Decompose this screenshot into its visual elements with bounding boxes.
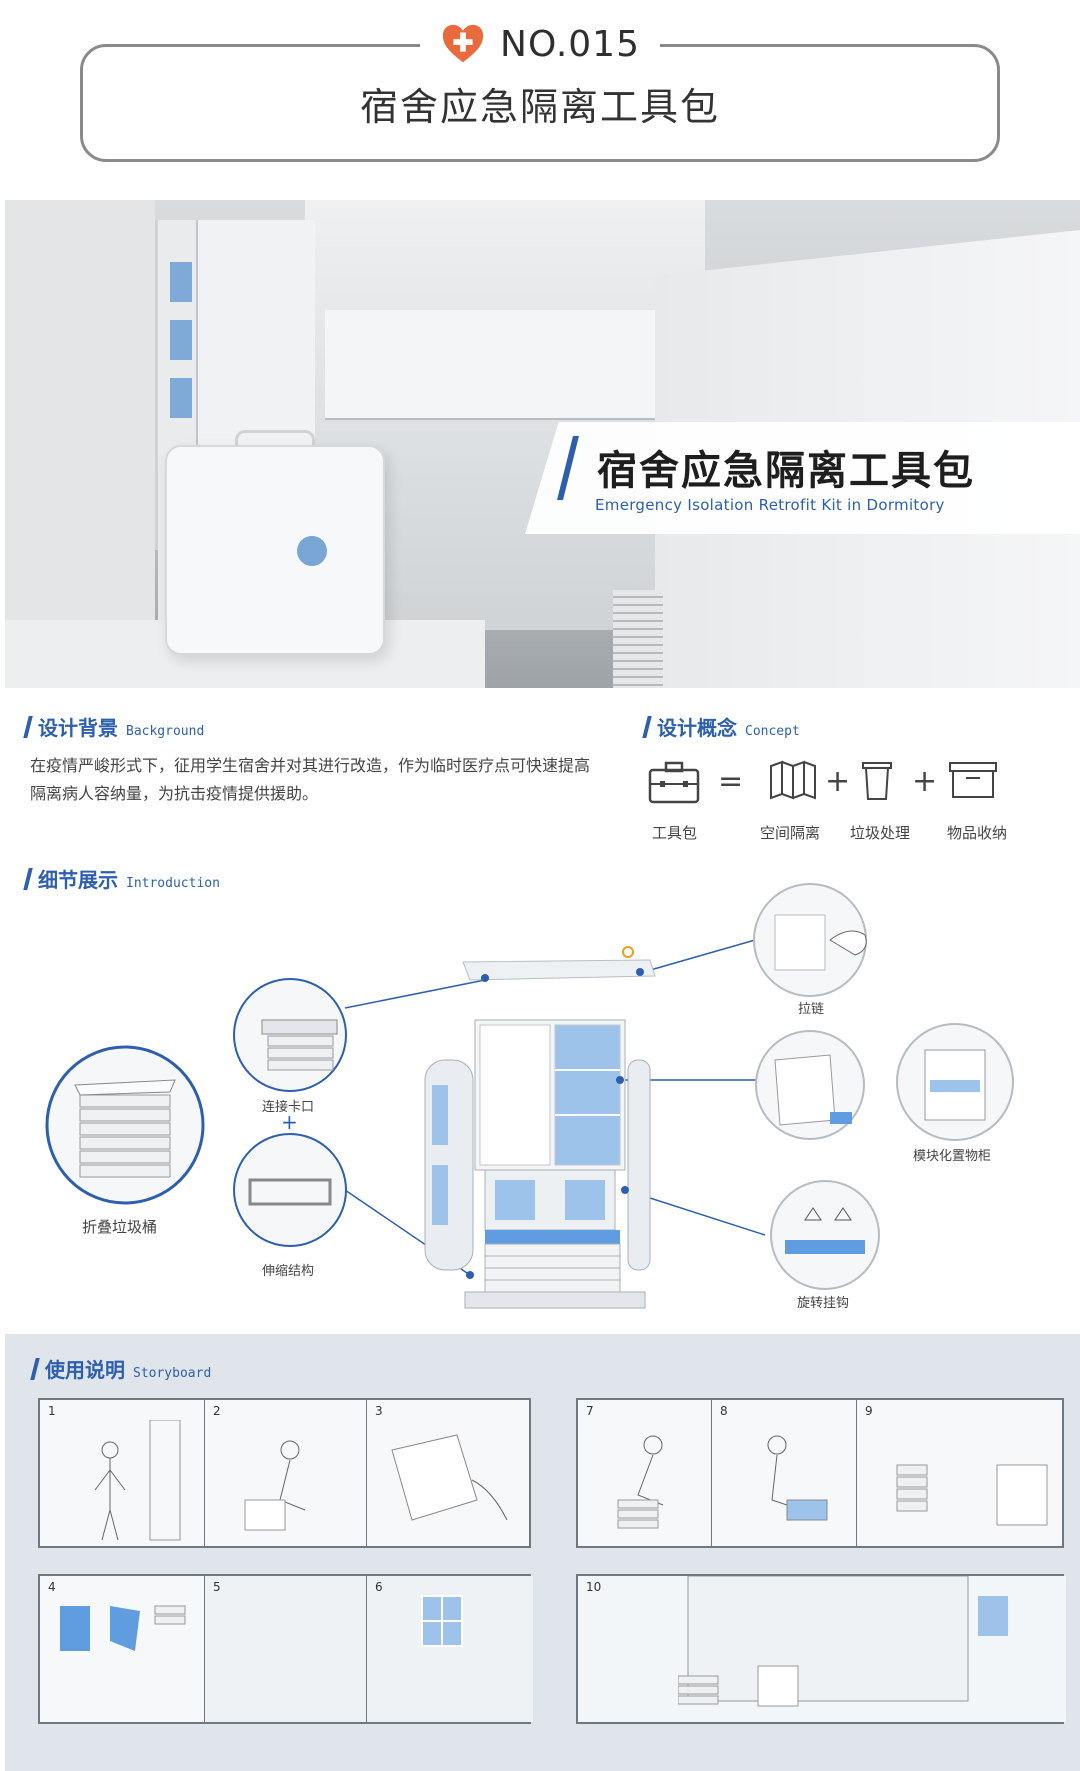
storyboard-cell-4: 4 bbox=[40, 1576, 205, 1722]
hero-title: 宿舍应急隔离工具包 bbox=[597, 448, 975, 494]
label-plus: + bbox=[281, 1110, 298, 1134]
toolbox-case bbox=[165, 445, 385, 655]
background-text: 在疫情严峻形式下，征用学生宿舍并对其进行改造，作为临时医疗点可快速提高隔离病人容… bbox=[30, 756, 591, 803]
cell-number: 10 bbox=[586, 1580, 602, 1594]
background-title: 设计背景 bbox=[38, 716, 118, 740]
storyboard-heading: 使用说明 Storyboard bbox=[30, 1354, 212, 1383]
toolbox-icon bbox=[648, 761, 700, 804]
cell-number: 2 bbox=[213, 1404, 221, 1418]
storyboard-panel-a: 1 2 3 bbox=[38, 1398, 531, 1548]
storage-box-icon bbox=[949, 762, 997, 798]
parts-sketch bbox=[60, 1605, 186, 1651]
label-rotating-hook: 旋转挂钩 bbox=[797, 1296, 850, 1311]
hero-banner bbox=[525, 422, 1080, 534]
detail-heading: 细节展示 Introduction bbox=[23, 864, 220, 893]
window-pane bbox=[168, 376, 194, 420]
storyboard-cell-10: 10 bbox=[578, 1576, 1066, 1722]
detail-diagram: 拉链 连接卡口 + 折叠垃圾桶 伸缩结构 模块化置物柜 旋转挂钩 bbox=[0, 880, 1080, 1320]
storyboard-title: 使用说明 bbox=[45, 1358, 125, 1382]
toolbox-sketch bbox=[391, 1434, 508, 1521]
window-pane bbox=[168, 318, 194, 362]
storyboard-cell-7: 7 bbox=[578, 1400, 712, 1546]
concept-label-storage: 物品收纳 bbox=[947, 824, 1008, 842]
back-cabinet bbox=[325, 310, 685, 420]
cell-number: 7 bbox=[586, 1404, 594, 1418]
storyboard-cell-1: 1 bbox=[40, 1400, 205, 1546]
heart-plus-icon bbox=[442, 24, 484, 63]
storyboard-section: 使用说明 Storyboard 1 2 3 7 8 9 bbox=[5, 1334, 1080, 1771]
partition-icon bbox=[770, 760, 816, 800]
equals-operator: = bbox=[718, 764, 744, 799]
heading-accent-bar bbox=[23, 715, 33, 738]
cell-number: 1 bbox=[48, 1404, 56, 1418]
project-title: 宿舍应急隔离工具包 bbox=[359, 85, 720, 129]
person-sketch bbox=[244, 1440, 306, 1531]
left-wall bbox=[5, 200, 155, 688]
heading-accent-bar bbox=[30, 1357, 40, 1380]
cell-number: 6 bbox=[375, 1580, 383, 1594]
storyboard-panel-d: 10 bbox=[576, 1574, 1066, 1724]
concept-title: 设计概念 bbox=[657, 716, 737, 740]
storyboard-cell-9: 9 bbox=[857, 1400, 1066, 1546]
detail-title: 细节展示 bbox=[38, 868, 118, 892]
toolbox-handle bbox=[235, 430, 315, 452]
cell-number: 9 bbox=[865, 1404, 873, 1418]
plus-operator: + bbox=[825, 764, 851, 799]
concept-title-en: Concept bbox=[745, 724, 800, 739]
label-modular-cabinet: 模块化置物柜 bbox=[913, 1149, 992, 1164]
room-sketch bbox=[678, 1576, 1008, 1707]
storyboard-cell-2: 2 bbox=[205, 1400, 367, 1546]
trash-bin-icon bbox=[862, 762, 892, 800]
label-connect-clip: 连接卡口 bbox=[262, 1100, 315, 1115]
background-title-en: Background bbox=[126, 724, 205, 739]
label-folding-bin: 折叠垃圾桶 bbox=[82, 1218, 158, 1236]
cabinet-sketch bbox=[896, 1464, 1048, 1526]
concept-label-toolbox: 工具包 bbox=[652, 824, 698, 842]
heading-accent-bar bbox=[642, 715, 652, 738]
storyboard-panel-b: 7 8 9 bbox=[576, 1398, 1064, 1548]
label-zipper: 拉链 bbox=[798, 1002, 825, 1017]
concept-formula: = + + 工具包 空间隔离 垃圾处理 物品收纳 bbox=[640, 752, 1060, 852]
folding-bin bbox=[613, 590, 663, 688]
plus-operator: + bbox=[912, 764, 938, 799]
background-heading: 设计背景 Background bbox=[23, 712, 205, 741]
storyboard-title-en: Storyboard bbox=[133, 1366, 212, 1381]
cell-number: 3 bbox=[375, 1404, 383, 1418]
cell-number: 8 bbox=[720, 1404, 728, 1418]
concept-label-trash: 垃圾处理 bbox=[850, 824, 911, 842]
cell-number: 4 bbox=[48, 1580, 56, 1594]
concept-label-partition: 空间隔离 bbox=[760, 824, 821, 842]
storyboard-cell-6: 6 bbox=[367, 1576, 533, 1722]
storyboard-cell-3: 3 bbox=[367, 1400, 533, 1546]
header-number-group: NO.015 bbox=[420, 14, 660, 74]
storyboard-panel-c: 4 5 6 bbox=[38, 1574, 533, 1724]
project-number: NO.015 bbox=[500, 23, 640, 65]
detail-illustration bbox=[45, 883, 1014, 1309]
person-sketch bbox=[767, 1435, 828, 1521]
window-sketch bbox=[421, 1595, 463, 1647]
cell-number: 5 bbox=[213, 1580, 221, 1594]
storyboard-cell-5: 5 bbox=[205, 1576, 367, 1722]
header: NO.015 宿舍应急隔离工具包 bbox=[0, 0, 1080, 180]
person-sketch bbox=[617, 1435, 664, 1529]
snowflake-logo-icon bbox=[297, 536, 327, 566]
person-sketch bbox=[94, 1420, 181, 1541]
storyboard-cell-8: 8 bbox=[712, 1400, 857, 1546]
label-telescopic: 伸缩结构 bbox=[262, 1264, 315, 1279]
concept-heading: 设计概念 Concept bbox=[642, 712, 800, 741]
window-pane bbox=[168, 260, 194, 304]
hero-subtitle: Emergency Isolation Retrofit Kit in Dorm… bbox=[595, 496, 945, 514]
hero-render: 宿舍应急隔离工具包 Emergency Isolation Retrofit K… bbox=[5, 200, 1080, 688]
detail-title-en: Introduction bbox=[126, 876, 220, 891]
